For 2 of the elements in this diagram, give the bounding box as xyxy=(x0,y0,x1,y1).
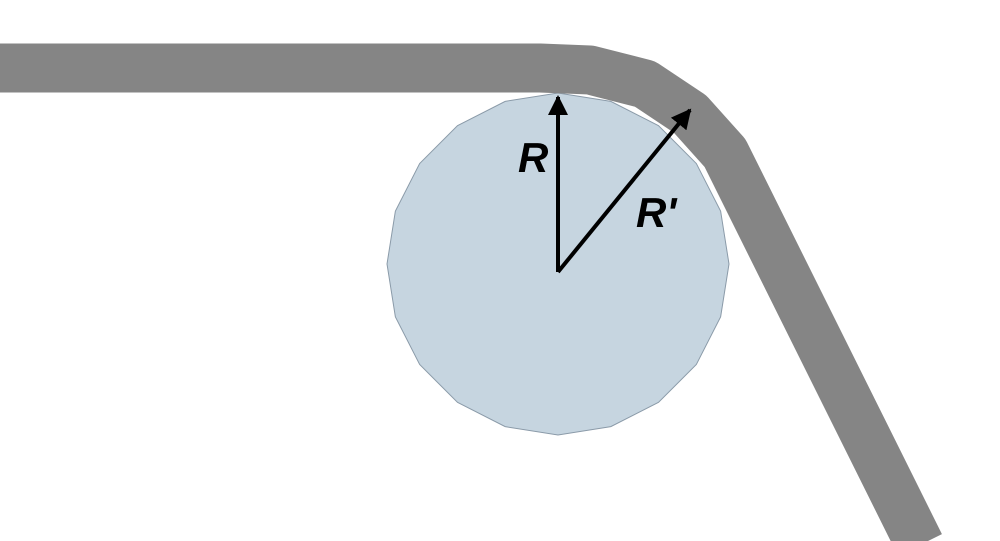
radius-label: R' xyxy=(636,192,676,234)
radius-label: R xyxy=(518,137,548,179)
